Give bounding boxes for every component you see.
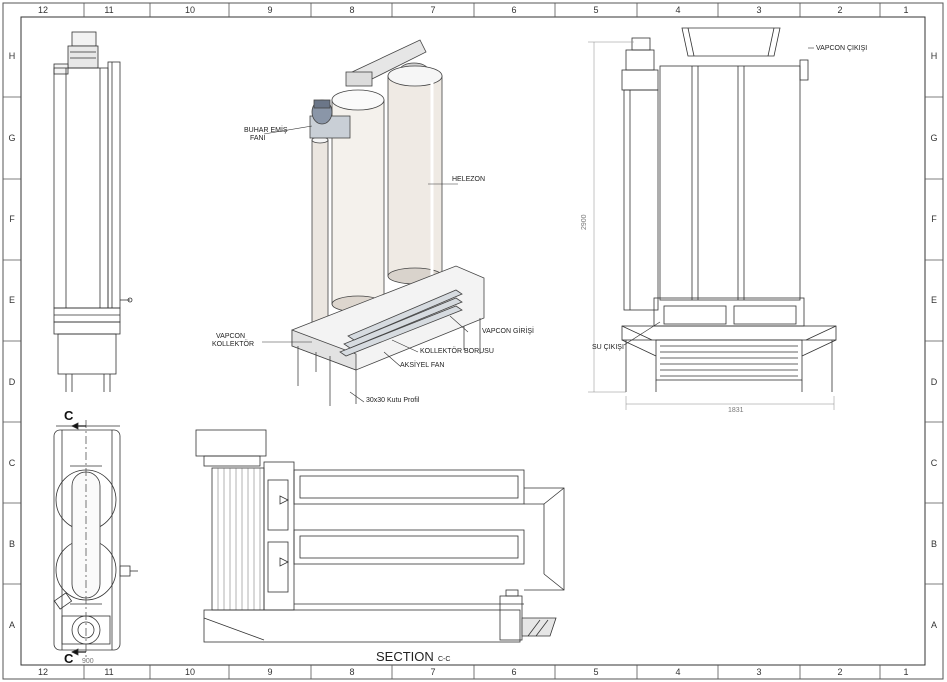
col-label: 7	[430, 667, 435, 677]
row-label: E	[9, 295, 15, 305]
row-label: H	[9, 51, 16, 61]
label-kollektor-borusu: KOLLEKTÖR BORUSU	[420, 347, 494, 355]
col-label: 1	[903, 667, 908, 677]
row-labels-right: H G F E D C B A	[930, 51, 937, 630]
isometric-view	[291, 39, 485, 406]
col-label: 9	[267, 5, 272, 15]
row-label: E	[931, 295, 937, 305]
col-label: 11	[104, 5, 113, 15]
label-su-cikisi: SU ÇIKIŞI	[592, 344, 624, 351]
row-label: G	[8, 133, 15, 143]
row-label: D	[9, 377, 16, 387]
width-dimension-900: 900	[82, 658, 94, 665]
col-label: 12	[38, 5, 48, 15]
dimension-2900: 2900	[581, 214, 588, 230]
column-labels-bottom: 12 11 10 9 8 7 6 5 4 3 2 1	[38, 667, 909, 677]
col-label: 1	[903, 5, 908, 15]
row-label: G	[930, 133, 937, 143]
row-label: C	[9, 458, 16, 468]
col-label: 5	[593, 5, 598, 15]
label-helezon: HELEZON	[452, 176, 485, 183]
col-label: 8	[349, 667, 354, 677]
label-profil: 30x30 Kutu Profil	[366, 397, 420, 404]
top-view	[53, 420, 138, 660]
label-buhar-emis: BUHAR EMİŞ	[244, 125, 288, 134]
col-label: 8	[349, 5, 354, 15]
col-label: 4	[675, 667, 680, 677]
front-dimensions	[588, 41, 835, 410]
col-label: 2	[837, 667, 842, 677]
row-label: F	[931, 214, 937, 224]
label-aksiyel-fan: AKSİYEL FAN	[400, 360, 444, 369]
col-label: 10	[185, 667, 195, 677]
row-label: D	[931, 377, 938, 387]
col-label: 10	[185, 5, 195, 15]
col-label: 4	[675, 5, 680, 15]
col-label: 7	[430, 5, 435, 15]
section-mark-top: C	[64, 408, 74, 423]
section-title: SECTION	[376, 649, 434, 664]
label-vapcon-kollektor-1: VAPCON	[216, 333, 245, 340]
row-ticks	[3, 96, 943, 585]
col-label: 11	[104, 667, 113, 677]
row-labels-left: H G F E D C B A	[8, 51, 15, 630]
column-ticks	[83, 3, 881, 679]
dimension-1831: 1831	[728, 407, 744, 414]
col-label: 12	[38, 667, 48, 677]
section-view	[195, 429, 565, 643]
label-buhar-fani: FANI	[250, 135, 266, 142]
row-label: B	[931, 539, 937, 549]
column-labels-top: 12 11 10 9 8 7 6 5 4 3 2 1	[38, 5, 909, 15]
col-label: 6	[511, 667, 516, 677]
col-label: 3	[756, 5, 761, 15]
front-view	[621, 27, 837, 392]
row-label: H	[931, 51, 938, 61]
label-vapcon-cikisi: VAPCON ÇIKIŞI	[816, 45, 867, 52]
col-label: 2	[837, 5, 842, 15]
row-label: A	[9, 620, 15, 630]
col-label: 9	[267, 667, 272, 677]
col-label: 6	[511, 5, 516, 15]
col-label: 5	[593, 667, 598, 677]
label-vapcon-girisi: VAPCON GİRİŞİ	[482, 326, 534, 335]
side-view	[53, 31, 133, 392]
col-label: 3	[756, 667, 761, 677]
section-mark-bottom: C	[64, 651, 74, 666]
row-label: F	[9, 214, 15, 224]
label-vapcon-kollektor-2: KOLLEKTÖR	[212, 340, 254, 348]
iso-leaders	[262, 125, 469, 403]
section-subtitle: C-C	[438, 656, 450, 663]
inner-frame	[20, 16, 926, 666]
row-label: C	[931, 458, 938, 468]
row-label: A	[931, 620, 937, 630]
row-label: B	[9, 539, 15, 549]
